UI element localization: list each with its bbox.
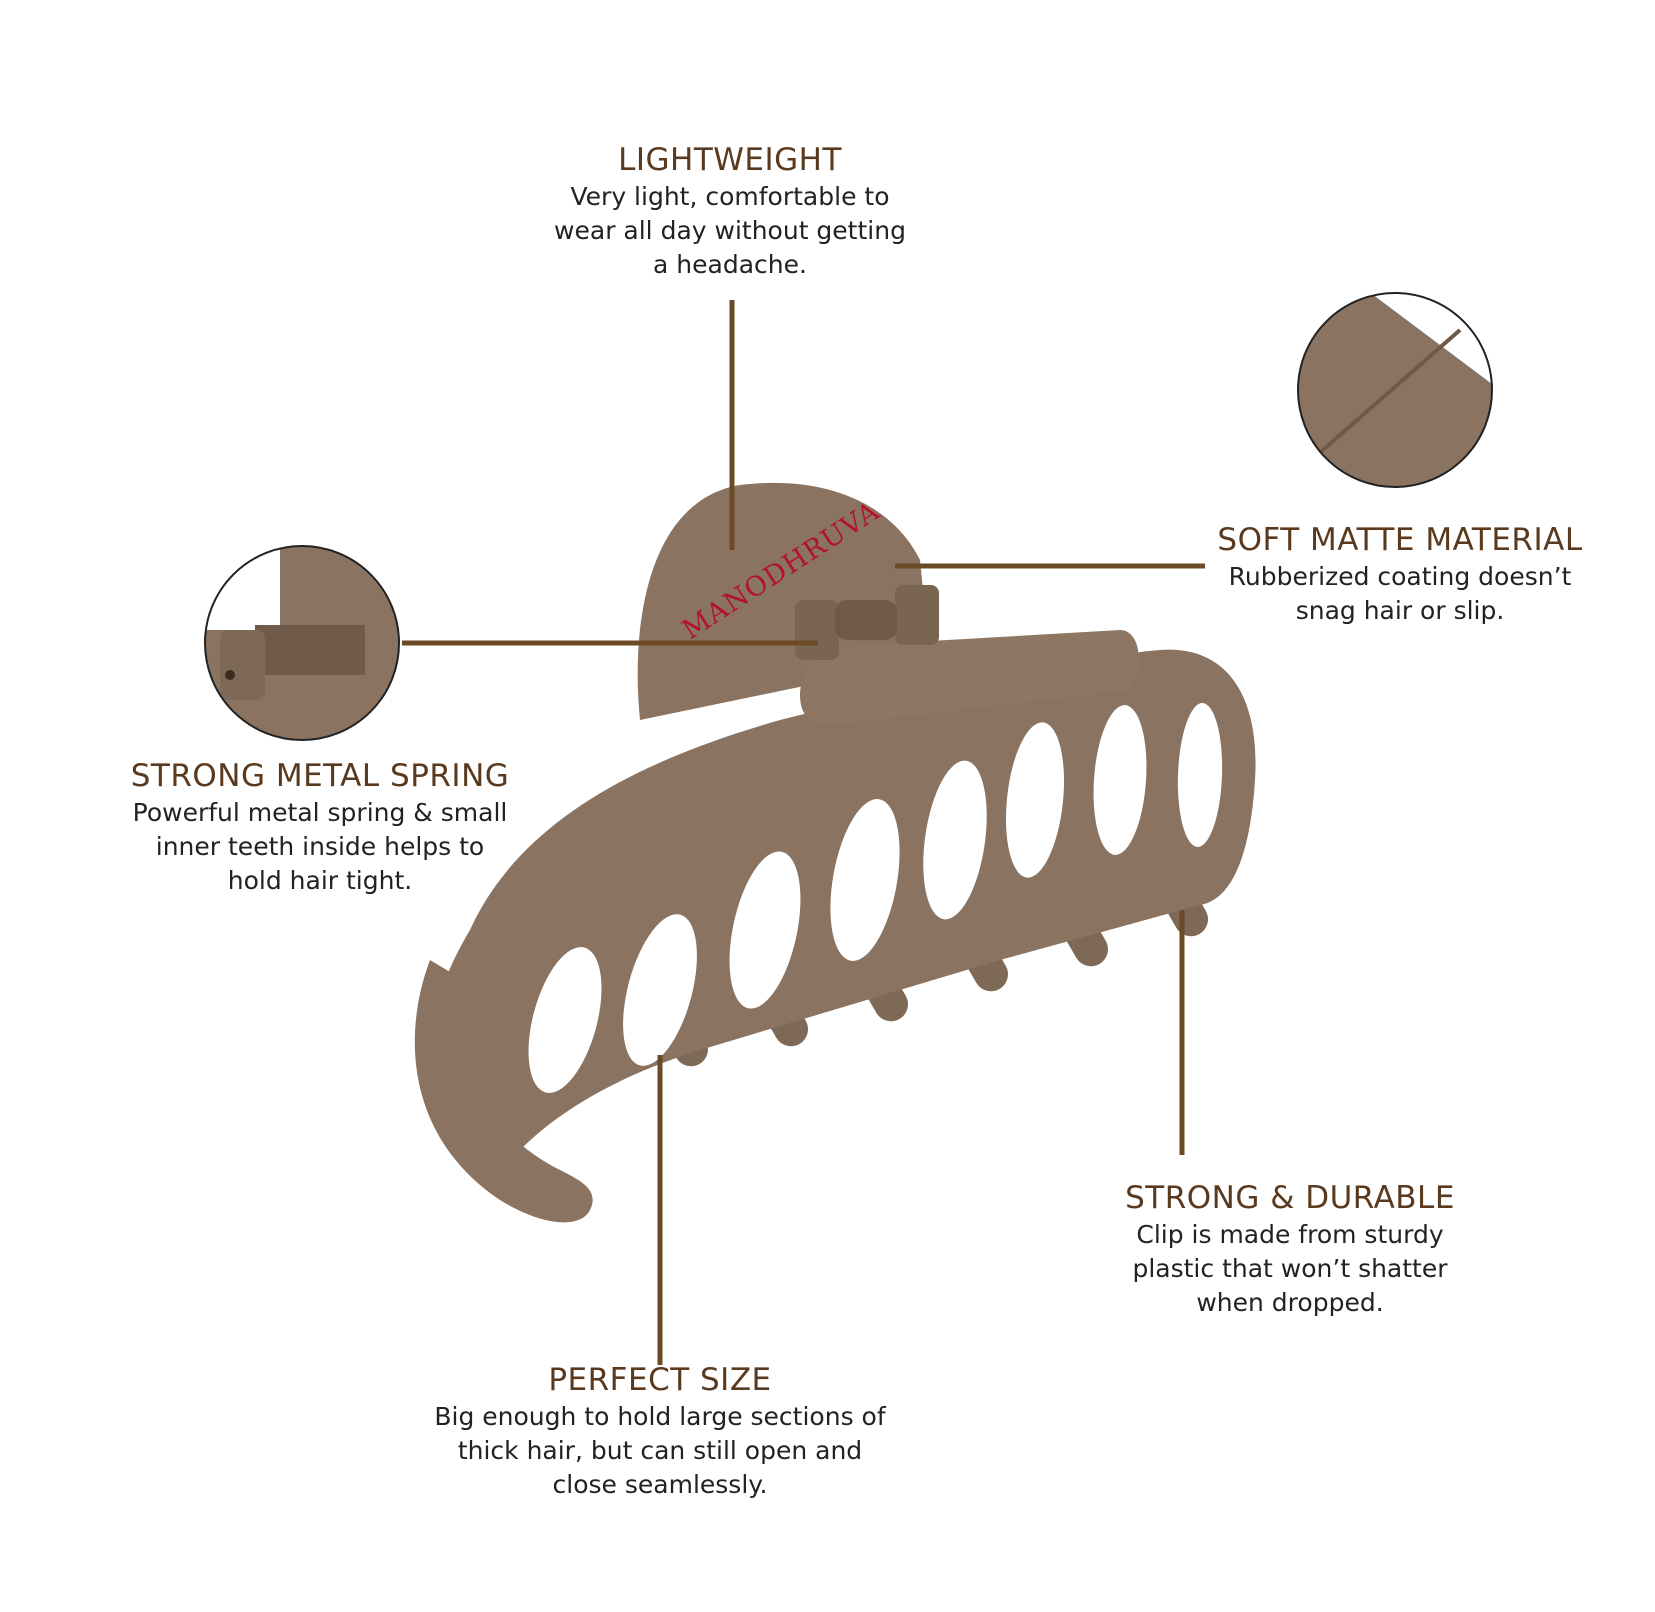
feature-description: Rubberized coating doesn’t snag hair or … bbox=[1228, 562, 1572, 625]
clip-cutouts bbox=[528, 703, 1223, 1093]
hair-claw-clip bbox=[414, 482, 1256, 1223]
feature-perfect-size: PERFECT SIZE Big enough to hold large se… bbox=[410, 1362, 910, 1502]
feature-metal-spring: STRONG METAL SPRING Powerful metal sprin… bbox=[90, 758, 550, 898]
feature-title: STRONG & DURABLE bbox=[1125, 1180, 1455, 1216]
feature-title: LIGHTWEIGHT bbox=[618, 142, 842, 178]
feature-description: Big enough to hold large sections of thi… bbox=[434, 1402, 886, 1499]
feature-title: PERFECT SIZE bbox=[548, 1362, 772, 1398]
feature-strong-durable: STRONG & DURABLE Clip is made from sturd… bbox=[1100, 1180, 1480, 1320]
feature-description: Very light, comfortable to wear all day … bbox=[554, 182, 906, 279]
feature-description: Powerful metal spring & small inner teet… bbox=[132, 798, 508, 895]
feature-soft-matte: SOFT MATTE MATERIAL Rubberized coating d… bbox=[1190, 522, 1610, 628]
feature-title: SOFT MATTE MATERIAL bbox=[1217, 522, 1583, 558]
feature-description: Clip is made from sturdy plastic that wo… bbox=[1132, 1220, 1448, 1317]
feature-title: STRONG METAL SPRING bbox=[130, 758, 510, 794]
feature-lightweight: LIGHTWEIGHT Very light, comfortable to w… bbox=[500, 142, 960, 282]
matte-detail-circle bbox=[1297, 292, 1493, 488]
leader-lines bbox=[402, 300, 1205, 1365]
spring-detail-circle bbox=[204, 545, 400, 741]
